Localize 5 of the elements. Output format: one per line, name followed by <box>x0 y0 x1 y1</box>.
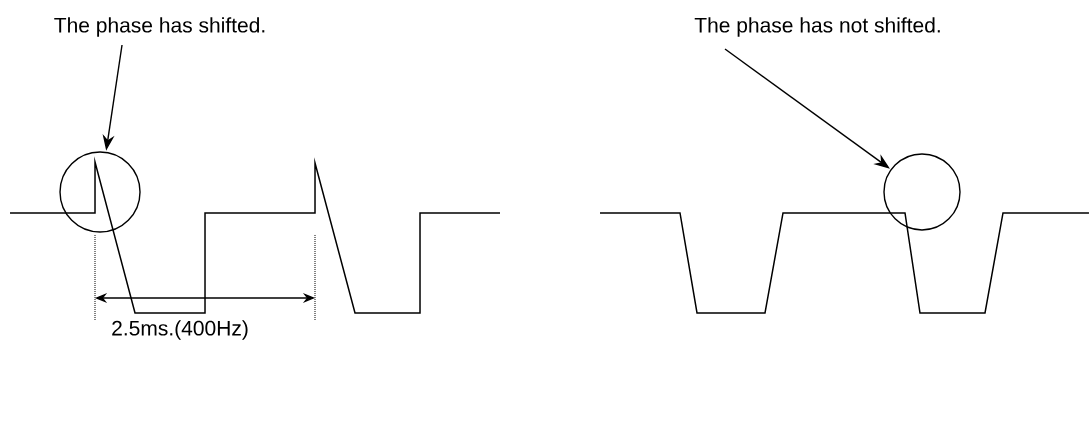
marker-circle <box>883 153 961 231</box>
caption-text: The phase has shifted. <box>54 17 265 37</box>
caption-text: The phase has not shifted. <box>694 17 940 37</box>
marker-circle <box>59 151 141 233</box>
dimension-label: 2.5ms.(400Hz) <box>112 320 248 340</box>
